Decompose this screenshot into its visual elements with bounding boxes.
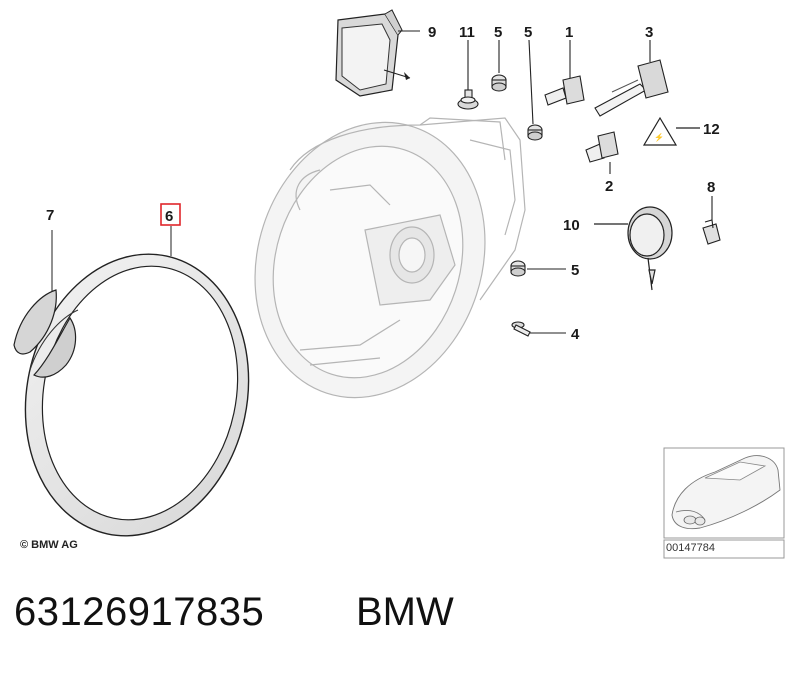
part-4-screw: [511, 321, 566, 337]
vehicle-thumbnail: [663, 447, 785, 559]
callout-5-mid: 5: [524, 24, 532, 41]
part-9-cover-cap: [335, 9, 420, 97]
callout-1: 1: [565, 24, 573, 41]
part-7-lens: [13, 230, 77, 378]
callout-2: 2: [605, 178, 613, 195]
part-6-trim-ring: [24, 253, 250, 537]
part-3-xenon-bulb: [594, 40, 669, 117]
callout-6[interactable]: 6: [165, 208, 173, 225]
part-2-bulb: [585, 131, 619, 174]
copyright-text: © BMW AG: [20, 539, 78, 551]
part-8-clip: [702, 196, 721, 245]
callout-8: 8: [707, 179, 715, 196]
part-5-grommet-top: [491, 40, 507, 92]
part-5-grommet-lower: [510, 260, 566, 277]
part-number: 63126917835: [14, 590, 265, 634]
part-1-bulb: [544, 40, 585, 106]
callout-9: 9: [428, 24, 436, 41]
part-12-warning-label: ⚡: [642, 116, 700, 146]
callout-5-lower: 5: [571, 262, 579, 279]
callout-7: 7: [46, 207, 54, 224]
callout-11: 11: [459, 24, 475, 41]
part-11-screw: [457, 40, 479, 110]
headlight-housing-drawing: [254, 117, 526, 399]
callout-3: 3: [645, 24, 653, 41]
thumbnail-code: 00147784: [666, 542, 715, 554]
svg-text:⚡: ⚡: [654, 132, 664, 142]
callout-10: 10: [563, 217, 580, 234]
highlight-box: [160, 203, 181, 226]
callout-5-top: 5: [494, 24, 502, 41]
callout-12: 12: [703, 121, 720, 138]
part-5-grommet-mid: [527, 39, 543, 141]
part-10-cap: [594, 206, 673, 291]
brand-name: BMW: [356, 590, 454, 634]
callout-4: 4: [571, 326, 580, 343]
callout-labels: 9 11 5 5 1 3 12 2 8 10 5 4 7 6: [46, 24, 720, 343]
